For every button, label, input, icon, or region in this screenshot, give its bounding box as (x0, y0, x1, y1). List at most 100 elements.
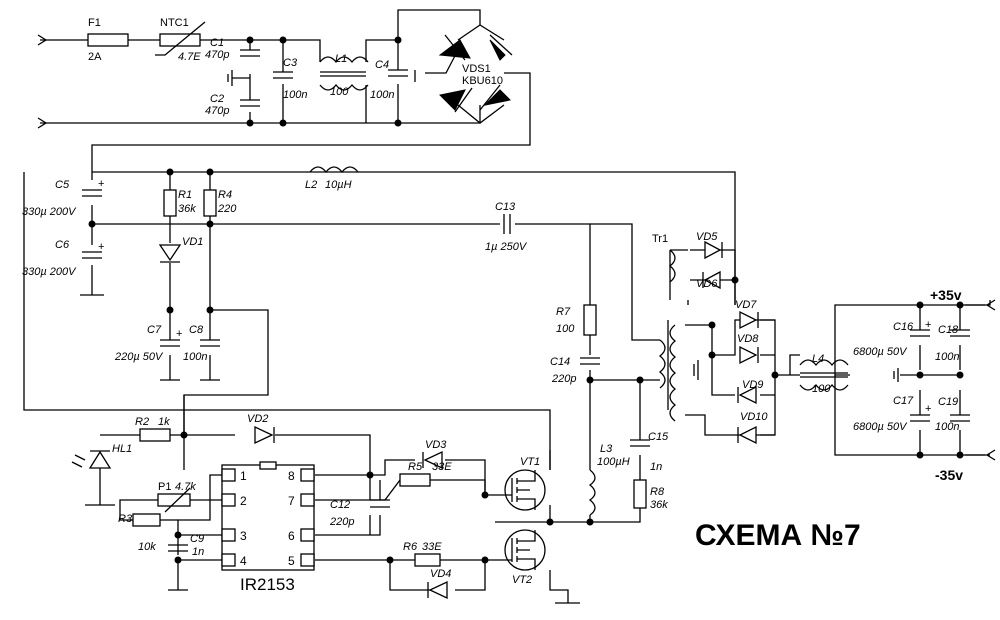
inductor-L1: L1 100 (319, 53, 369, 98)
capacitor-C13: C13 1µ 250V (485, 201, 528, 253)
svg-text:C6: C6 (55, 239, 70, 251)
svg-text:C14: C14 (550, 356, 570, 368)
capacitor-C19: C19 100n (935, 396, 970, 433)
diode-VD8: VD8 (737, 333, 759, 365)
wires (23, 9, 991, 603)
svg-text:100n: 100n (935, 351, 959, 363)
svg-text:R6: R6 (403, 541, 418, 553)
svg-text:C8: C8 (189, 324, 204, 336)
svg-text:C12: C12 (330, 499, 350, 511)
svg-text:VD2: VD2 (247, 413, 268, 425)
svg-text:10µH: 10µH (325, 179, 352, 191)
svg-text:100: 100 (812, 383, 831, 395)
ground-symbol (227, 70, 233, 86)
diode-VD3: VD3 (422, 439, 447, 470)
svg-text:33E: 33E (422, 541, 442, 553)
diode-VD1: VD1 (158, 236, 203, 263)
capacitor-C12: C12 220p (329, 499, 390, 528)
svg-text:100n: 100n (370, 89, 394, 101)
svg-text:R4: R4 (218, 189, 232, 201)
mosfet-VT2: VT2 (500, 529, 580, 604)
svg-text:NTC1: NTC1 (160, 17, 189, 29)
resistor-R7: R7 100 (556, 304, 597, 336)
svg-text:6800µ 50V: 6800µ 50V (853, 346, 908, 358)
capacitor-C4: C4 100n (370, 59, 416, 101)
diode-VD7: VD7 (735, 299, 759, 330)
svg-text:C17: C17 (893, 395, 914, 407)
led-HL1: HL1 (71, 443, 132, 506)
svg-text:100n: 100n (183, 351, 207, 363)
svg-text:+: + (925, 319, 931, 331)
svg-text:L2: L2 (305, 179, 317, 191)
svg-text:R3: R3 (118, 513, 133, 525)
potentiometer-P1: P1 4.7k (157, 481, 196, 513)
diode-VD9: VD9 (737, 379, 763, 405)
svg-text:+: + (98, 178, 104, 190)
svg-text:2A: 2A (88, 51, 102, 63)
svg-text:+: + (925, 403, 931, 415)
svg-text:4.7E: 4.7E (178, 51, 201, 63)
svg-text:4: 4 (240, 554, 247, 568)
svg-text:C15: C15 (648, 431, 669, 443)
svg-text:1n: 1n (650, 461, 662, 473)
capacitor-C7: + C7 220µ 50V (114, 324, 182, 363)
resistor-R8: R8 36k (633, 479, 668, 511)
output-terminals (985, 299, 996, 461)
capacitor-C16: + C16 6800µ 50V (853, 319, 931, 358)
svg-text:C5: C5 (55, 179, 70, 191)
diode-VD10: VD10 (737, 411, 768, 445)
resistor-R4: R4 220 (203, 189, 237, 217)
svg-text:330µ 200V: 330µ 200V (22, 266, 77, 278)
capacitor-C18: C18 100n (935, 324, 970, 363)
fuse-F1: F1 2A (87, 17, 129, 63)
capacitor-C15: C15 1n (630, 431, 669, 473)
svg-text:33E: 33E (432, 461, 452, 473)
inductor-L3: L3 100µH (588, 443, 630, 516)
svg-text:R8: R8 (650, 486, 665, 498)
svg-text:C13: C13 (495, 201, 516, 213)
inductor-L2: L2 10µH (305, 166, 359, 191)
svg-text:C19: C19 (938, 396, 958, 408)
capacitor-C17: + C17 6800µ 50V (853, 395, 931, 433)
svg-text:+: + (98, 241, 104, 253)
capacitor-C1: C1 470p (205, 37, 260, 61)
negative-rail-label: -35v (935, 467, 963, 483)
diode-VD5: VD5 (696, 231, 723, 260)
svg-text:220p: 220p (329, 516, 354, 528)
svg-text:VD3: VD3 (425, 439, 447, 451)
svg-text:1k: 1k (158, 416, 170, 428)
svg-text:L1: L1 (335, 53, 347, 65)
svg-text:1n: 1n (192, 546, 204, 558)
capacitor-C5: + C5 330µ 200V (22, 178, 104, 218)
svg-text:330µ 200V: 330µ 200V (22, 206, 77, 218)
svg-text:HL1: HL1 (112, 443, 132, 455)
svg-text:VT1: VT1 (520, 456, 540, 468)
svg-text:L3: L3 (600, 443, 613, 455)
diode-VD4: VD4 (427, 568, 451, 600)
svg-text:VD10: VD10 (740, 411, 768, 423)
svg-text:KBU610: KBU610 (462, 75, 503, 87)
svg-text:3: 3 (240, 529, 247, 543)
svg-text:C18: C18 (938, 324, 959, 336)
bridge-rectifier-VDS1: VDS1 KBU610 (438, 34, 513, 113)
resistor-R1: R1 36k (163, 189, 196, 217)
svg-text:100: 100 (330, 86, 349, 98)
capacitor-C9: C9 1n (168, 533, 204, 591)
svg-text:C4: C4 (375, 59, 389, 71)
svg-text:+: + (176, 328, 182, 340)
svg-text:F1: F1 (88, 17, 101, 29)
positive-rail-label: +35v (930, 287, 962, 303)
svg-text:470p: 470p (205, 49, 229, 61)
svg-text:5: 5 (288, 554, 295, 568)
resistor-R2: R2 1k (135, 416, 171, 442)
svg-text:R2: R2 (135, 416, 149, 428)
svg-text:6: 6 (288, 529, 295, 543)
svg-text:VD8: VD8 (737, 333, 759, 345)
diode-VD6: VD6 (696, 270, 721, 290)
svg-text:36k: 36k (650, 499, 668, 511)
svg-text:4.7k: 4.7k (175, 481, 196, 493)
svg-text:100n: 100n (935, 421, 959, 433)
svg-text:IR2153: IR2153 (240, 575, 295, 594)
capacitor-C6: + C6 330µ 200V (22, 239, 104, 278)
